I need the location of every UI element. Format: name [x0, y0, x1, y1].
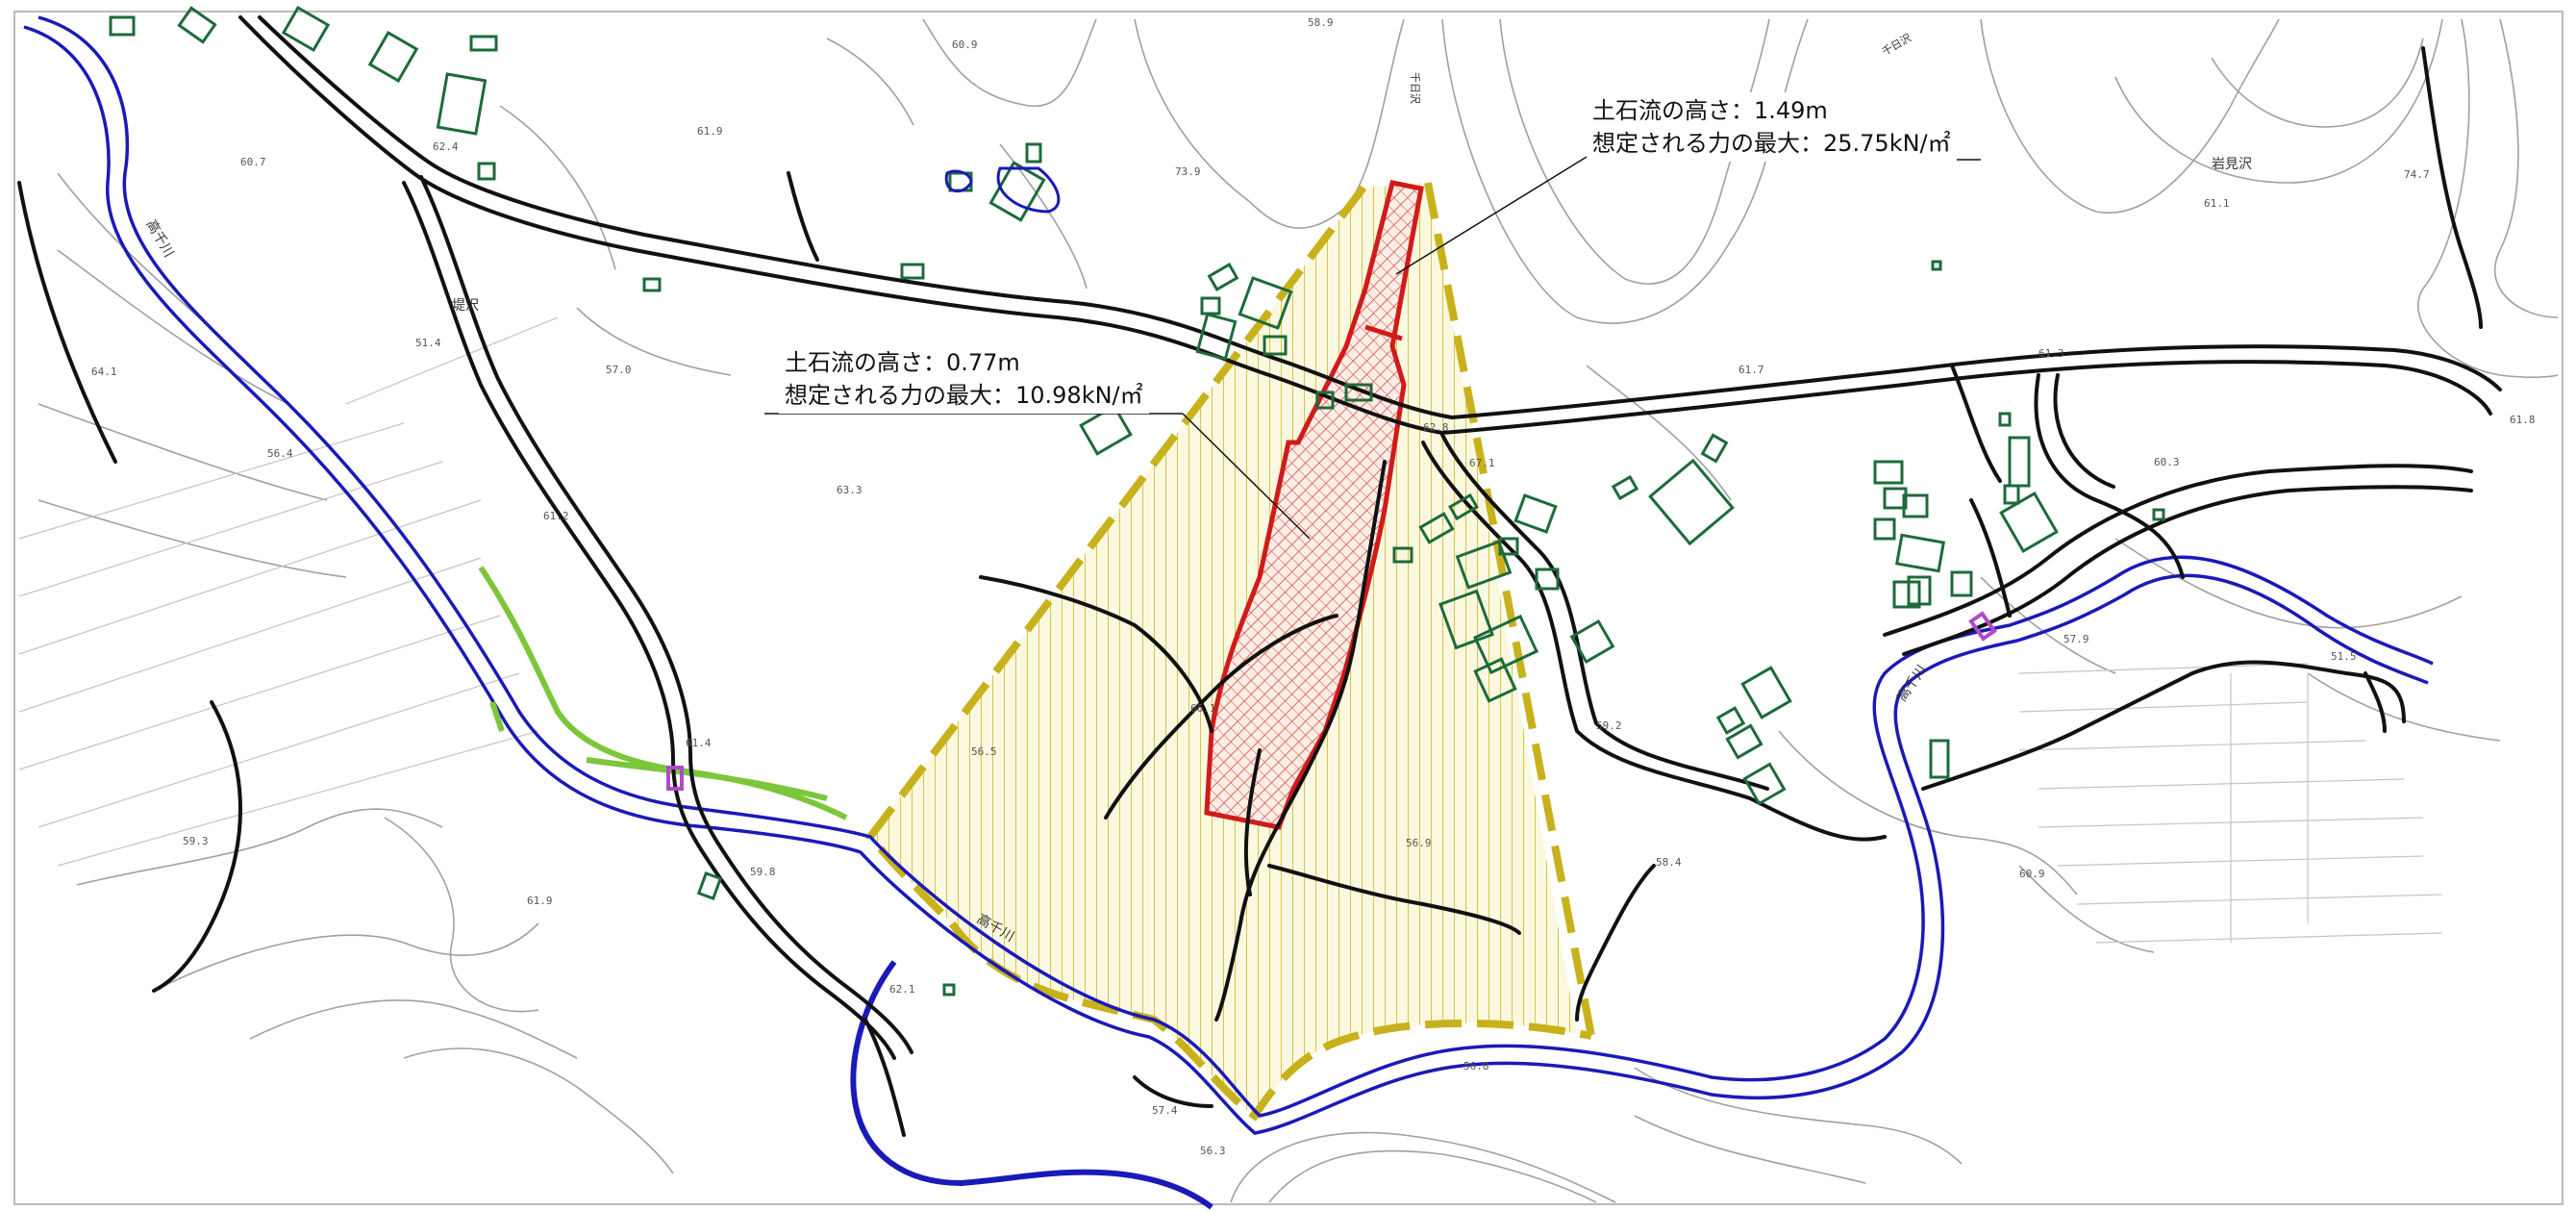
elevation-label: 59.8 [750, 866, 776, 878]
elevation-label: 61.4 [686, 737, 712, 749]
elevation-label: 56.8 [1463, 1060, 1489, 1072]
bridges [666, 611, 1997, 791]
elevation-label: 61.3 [2038, 347, 2064, 360]
elevation-label: 73.9 [1175, 165, 1201, 178]
elevation-label: 60.9 [952, 38, 978, 51]
elevation-label: 51.4 [415, 337, 441, 349]
green-channel [478, 566, 848, 820]
elevation-label: 58.9 [1308, 16, 1334, 29]
roads [17, 15, 2502, 1137]
callout-force-text: 想定される力の最大：25.75kN/㎡ [1592, 130, 1951, 157]
elevation-label: 62.4 [433, 140, 459, 153]
elevation-label: 64.1 [91, 366, 117, 378]
elevation-label: 56.3 [1200, 1145, 1226, 1157]
elevation-label: 57.9 [2063, 633, 2089, 645]
elevation-label: 67.1 [1469, 457, 1495, 469]
callout-leader-1 [1395, 153, 1592, 275]
callout-debris-flow-lower: 土石流の高さ：0.77m 想定される力の最大：10.98kN/㎡ [779, 344, 1149, 414]
elevation-label: 57.0 [606, 364, 632, 376]
elevation-label: 60.3 [2154, 456, 2180, 468]
elevation-label: 61.8 [2510, 414, 2536, 426]
elevation-label: 51.5 [2331, 650, 2357, 663]
rivers [23, 15, 2434, 1210]
pond-small [944, 169, 973, 193]
elevation-label: 61.7 [1738, 364, 1764, 376]
callout-height-text: 土石流の高さ：1.49m [1592, 97, 1828, 124]
elevation-label: 61.9 [527, 895, 553, 907]
elevation-label: 62.1 [889, 983, 915, 996]
elevation-label: 63.3 [837, 484, 863, 496]
place-label: 岩見沢 [2212, 157, 2252, 172]
place-label: 千日沢 [1409, 72, 1422, 104]
elevation-label: 56.4 [267, 447, 293, 460]
elevation-label: 56.5 [971, 745, 997, 758]
contour-lines [38, 18, 2559, 1203]
elevation-label: 58.4 [1656, 856, 1682, 869]
elevation-label: 59.3 [183, 835, 209, 847]
callout-force-text: 想定される力の最大：10.98kN/㎡ [785, 382, 1143, 409]
elevation-label: 59.2 [1596, 719, 1622, 732]
callout-height-text: 土石流の高さ：0.77m [785, 349, 1020, 376]
elevation-label: 60.7 [240, 156, 266, 168]
elevation-label: 56.9 [1406, 837, 1432, 849]
elevation-label: 66.1 [1190, 702, 1216, 715]
pond [996, 166, 1061, 214]
elevation-label: 57.4 [1152, 1104, 1178, 1117]
place-label: 堤沢 [452, 298, 479, 314]
callout-debris-flow-upper: 土石流の高さ：1.49m 想定される力の最大：25.75kN/㎡ [1587, 92, 1957, 162]
elevation-label: 62.8 [1423, 421, 1449, 434]
elevation-labels: 60.9 61.8 60.7 62.4 61.9 73.9 58.9 64.1 … [91, 16, 2536, 1157]
callout-leader-2 [1182, 413, 1311, 540]
elevation-label: 60.9 [2019, 868, 2045, 880]
elevation-label: 61.2 [543, 510, 569, 522]
buildings [109, 5, 2165, 997]
elevation-label: 61.1 [2204, 197, 2230, 210]
elevation-label: 61.9 [697, 125, 723, 138]
elevation-label: 74.7 [2404, 168, 2430, 181]
